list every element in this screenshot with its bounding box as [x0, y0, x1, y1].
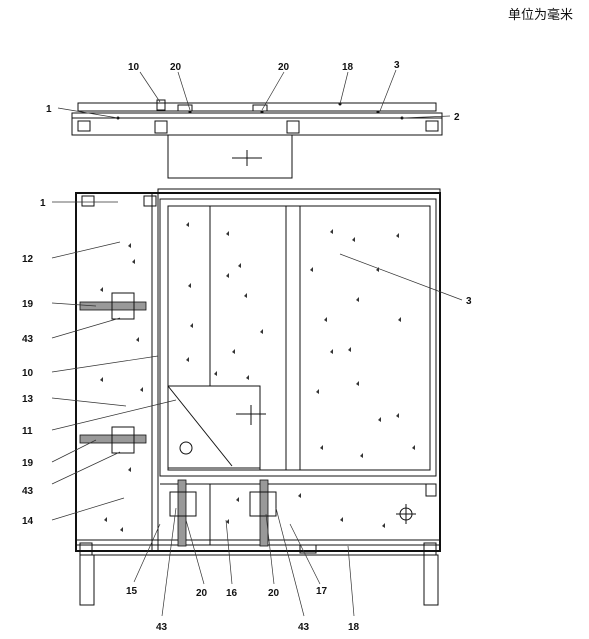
label-1: 1	[40, 198, 46, 209]
top-leaders	[57, 69, 451, 119]
label-14: 14	[22, 516, 34, 527]
label-18: 18	[348, 622, 360, 633]
label-3: 3	[466, 296, 472, 307]
label-2-top: 2	[454, 112, 460, 123]
label-13: 13	[22, 394, 34, 405]
label-20-b: 20	[268, 588, 280, 599]
label-18-top: 18	[342, 62, 354, 73]
label-20-top-a: 20	[170, 62, 182, 73]
label-16: 16	[226, 588, 238, 599]
label-10-top: 10	[128, 62, 140, 73]
label-43-c: 43	[156, 622, 168, 633]
label-43-b: 43	[22, 486, 34, 497]
unit-note: 单位为毫米	[508, 8, 574, 23]
label-19-a: 19	[22, 299, 34, 310]
plan-view	[75, 188, 441, 606]
label-19-b: 19	[22, 458, 34, 469]
label-10: 10	[22, 368, 34, 379]
label-3-top: 3	[394, 60, 400, 71]
label-43-a: 43	[22, 334, 34, 345]
label-17: 17	[316, 586, 328, 597]
label-20-top-b: 20	[278, 62, 290, 73]
label-1-top: 1	[46, 104, 52, 115]
plan-leaders	[51, 201, 463, 617]
label-20-a: 20	[196, 588, 208, 599]
aggregate-marks	[100, 222, 415, 532]
top-elevation-view	[71, 99, 443, 179]
label-15: 15	[126, 586, 138, 597]
label-43-d: 43	[298, 622, 310, 633]
label-12: 12	[22, 254, 34, 265]
callout-labels: 10 20 20 18 3 1 2 1 12 19 43 10 13 11 19…	[22, 60, 472, 633]
label-11: 11	[22, 426, 33, 437]
